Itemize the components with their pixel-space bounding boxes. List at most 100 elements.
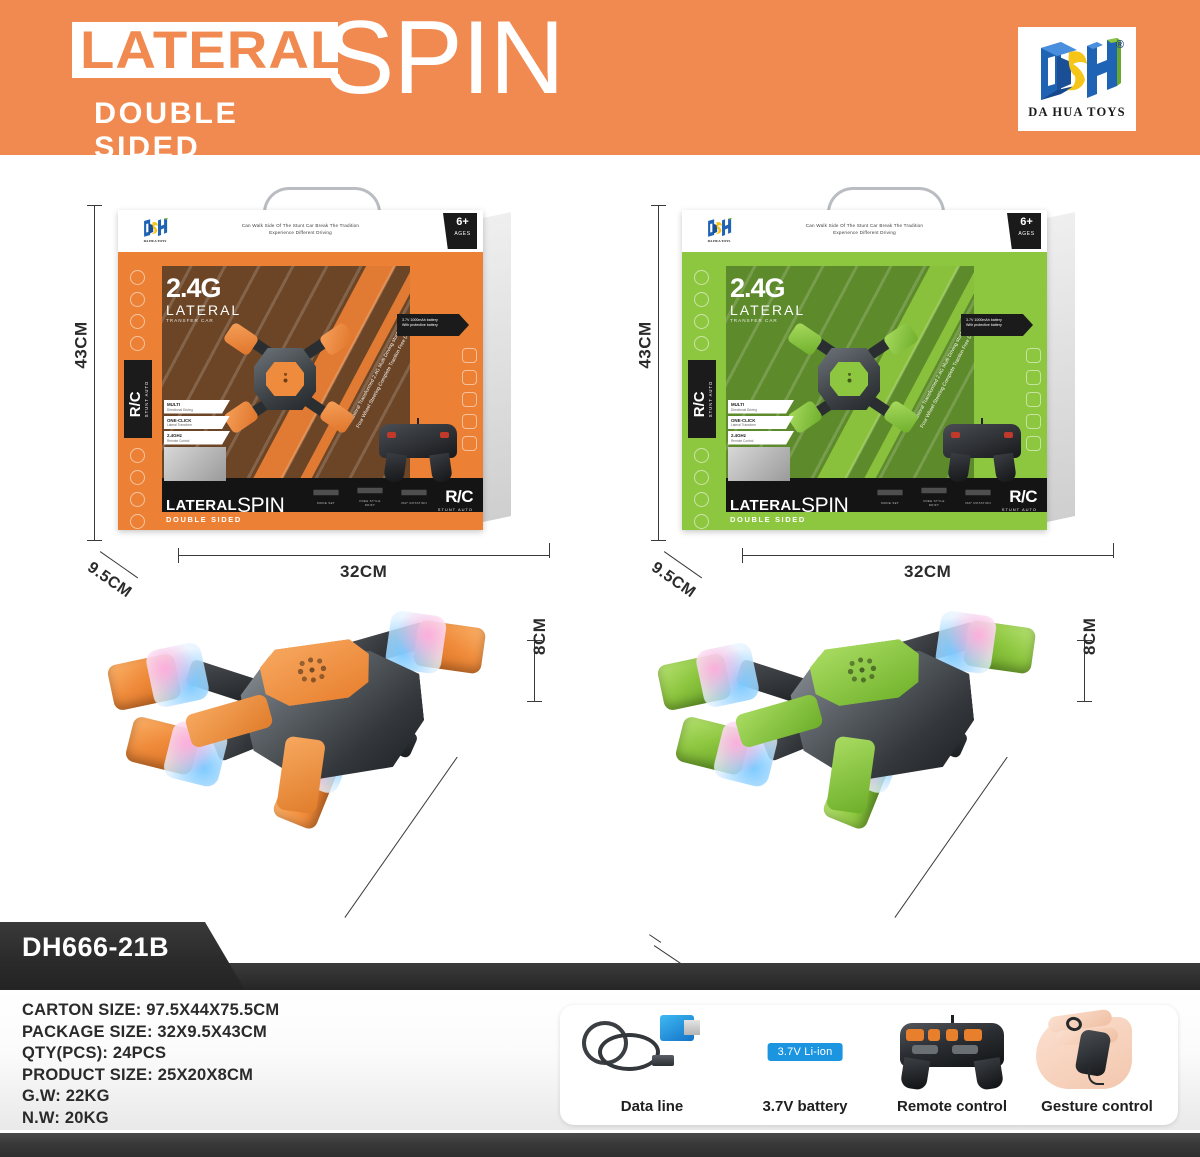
spec-net-weight: N.W: 20KG xyxy=(22,1108,109,1127)
feature-badge-stack: MULTI Directional Driving ONE-CLICK Late… xyxy=(728,400,794,481)
remote-button-left xyxy=(951,432,960,438)
box-tagline: Can Walk Side Of The Stunt Car Break The… xyxy=(191,223,411,237)
car-height-label-green: 8CM xyxy=(1080,617,1099,655)
accessory-remote: Remote control xyxy=(872,1011,1032,1119)
cable-loop-2 xyxy=(598,1033,660,1071)
feature-badge: ONE-CLICK Lateral Transform xyxy=(728,415,794,429)
box-front-face: DA HUA TOYS Can Walk Side Of The Stunt C… xyxy=(118,210,483,530)
feature-badge: MULTI Directional Driving xyxy=(164,400,230,414)
pkg-height-cap-top-orange xyxy=(87,205,102,207)
sensor-cord xyxy=(1088,1067,1104,1085)
battery-callout: 3.7V 1000mAh battery With protective bat… xyxy=(397,314,469,336)
feature-icon-7 xyxy=(130,492,145,507)
corner-rc-text: R/C xyxy=(445,487,473,506)
remote-btn-b xyxy=(928,1029,940,1041)
remote-grip-right xyxy=(429,452,453,484)
spec-gross-weight: G.W: 22KG xyxy=(22,1087,110,1105)
mode-icon xyxy=(313,489,339,496)
remote-btn-c xyxy=(946,1029,958,1041)
feature-icon-2 xyxy=(130,292,145,307)
remote-antenna xyxy=(981,418,983,427)
registered-mark: ® xyxy=(1115,39,1124,51)
rotation-icon xyxy=(965,489,991,496)
battery-chip-label: 3.7V Li-ion xyxy=(767,1043,843,1061)
pkg-height-cap-bot-green xyxy=(651,540,666,542)
box-dh-logo-icon: DA HUA TOYS xyxy=(702,218,736,243)
car-height-cap-bot-green xyxy=(1077,701,1092,703)
remote-antenna xyxy=(417,418,419,427)
feature-thumbnail xyxy=(728,446,790,481)
car-speaker-icon xyxy=(843,653,881,687)
remote-stick-right xyxy=(952,1045,978,1054)
car-height-cap-bot-orange xyxy=(527,701,542,703)
feature-icon-5 xyxy=(130,448,145,463)
feature-sub: Lateral Transform xyxy=(167,423,192,427)
box-side-panel xyxy=(483,212,511,523)
package-box-green: DA HUA TOYS Can Walk Side Of The Stunt C… xyxy=(682,187,1075,543)
feature-badge-stack: MULTI Directional Driving ONE-CLICK Late… xyxy=(164,400,230,481)
corner-rc-sub: STUNT AUTO xyxy=(1001,507,1037,512)
pkg-height-cap-bot-orange xyxy=(87,540,102,542)
box-bottom-double: DOUBLE SIDED xyxy=(730,515,806,524)
remote-control-icon xyxy=(872,1015,1032,1091)
remote-antenna xyxy=(950,1015,954,1025)
bottom-icon-label: FREE STYLE DRIFT xyxy=(359,498,381,507)
side-icon-2 xyxy=(462,370,477,385)
wheel-tyre xyxy=(144,640,211,710)
box-brand-name: DA HUA TOYS xyxy=(707,239,731,243)
box-bottom-spin: SPIN xyxy=(800,494,849,517)
frequency-sub: LATERAL xyxy=(730,301,806,318)
side-icon-3 xyxy=(1026,392,1041,407)
feature-icon-2 xyxy=(694,292,709,307)
feature-icon-6 xyxy=(130,470,145,485)
usb-tip xyxy=(684,1020,700,1035)
drift-icon xyxy=(357,487,383,494)
pkg-width-label-orange: 32CM xyxy=(340,562,388,581)
remote-stick-left xyxy=(912,1045,938,1054)
side-icon-4 xyxy=(462,414,477,429)
feature-title: 2.4GHz xyxy=(731,433,746,438)
age-badge: 6+ AGES xyxy=(443,213,477,249)
remote-shell xyxy=(379,424,457,458)
wheel-tyre xyxy=(694,640,761,710)
feature-sub: Directional Driving xyxy=(731,407,757,412)
car-width-cap-a-green xyxy=(648,934,662,944)
pkg-width-label-green: 32CM xyxy=(904,562,952,581)
side-icon-1 xyxy=(462,348,477,363)
feature-badge: MULTI Directional Driving xyxy=(728,400,794,414)
car-height-line-orange xyxy=(534,640,536,702)
remote-btn-a xyxy=(906,1029,924,1041)
box-tagline-line2: Experience Different Driving xyxy=(269,229,332,235)
pkg-width-line-orange xyxy=(178,555,550,557)
spec-qty: QTY(PCS): 24PCS xyxy=(22,1044,167,1062)
box-front-face: DA HUA TOYS Can Walk Side Of The Stunt C… xyxy=(682,210,1047,530)
bottom-icon-rotation: 360° ROTATION xyxy=(963,486,993,505)
lateral-badge: LATERAL xyxy=(72,22,344,78)
feature-icon-5 xyxy=(694,448,709,463)
feature-thumbnail xyxy=(164,446,226,481)
remote-button-right xyxy=(1004,432,1013,438)
feature-icon-3 xyxy=(694,314,709,329)
lateral-text: LATERAL xyxy=(80,21,346,80)
pkg-width-cap-right-green xyxy=(1113,543,1115,558)
side-icon-5 xyxy=(1026,436,1041,451)
gesture-watch-icon xyxy=(1022,1008,1172,1091)
header-title-group: LATERAL DOUBLE SIDED xyxy=(72,22,344,164)
box-bottom-lateral: LATERAL xyxy=(166,497,237,514)
frequency-block: 2.4G LATERAL TRANSFER CAR xyxy=(166,275,241,323)
side-icon-3 xyxy=(462,392,477,407)
car-height-label-orange: 8CM xyxy=(530,617,549,655)
box-tagline-line2: Experience Different Driving xyxy=(833,229,896,235)
battery-callout: 3.7V 1000mAh battery With protective bat… xyxy=(961,314,1033,336)
car-height-cap-top-orange xyxy=(527,640,542,642)
feature-icon-4 xyxy=(694,336,709,351)
remote-grip-right xyxy=(973,1057,1005,1091)
frequency-block: 2.4G LATERAL TRANSFER CAR xyxy=(730,275,806,323)
dh-logo-icon: ® xyxy=(1031,38,1124,104)
feature-icon-8 xyxy=(694,514,709,529)
